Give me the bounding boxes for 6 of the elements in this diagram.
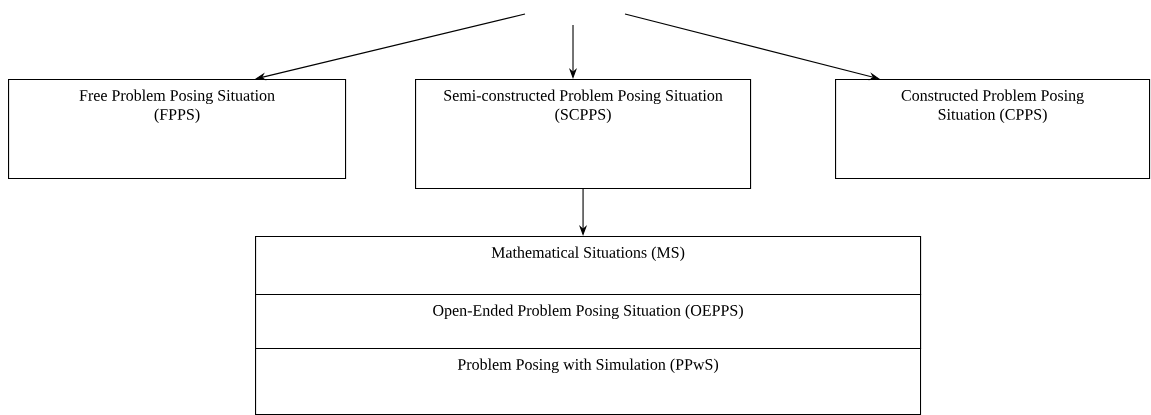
process-box: Free Problem Posing Situation (FPPS) — [8, 79, 347, 180]
process-box: Problem Posing with Simulation (PPwS) — [255, 348, 922, 415]
process-box: Open-Ended Problem Posing Situation (OEPPS) — [255, 294, 922, 350]
process-box: Mathematical Situations (MS) — [255, 236, 922, 296]
process-box: Constructed Problem Posing Situation (CPPS) — [835, 79, 1151, 180]
process-box: Semi-constructed Problem Posing Situation (SCPPS) — [415, 79, 752, 190]
